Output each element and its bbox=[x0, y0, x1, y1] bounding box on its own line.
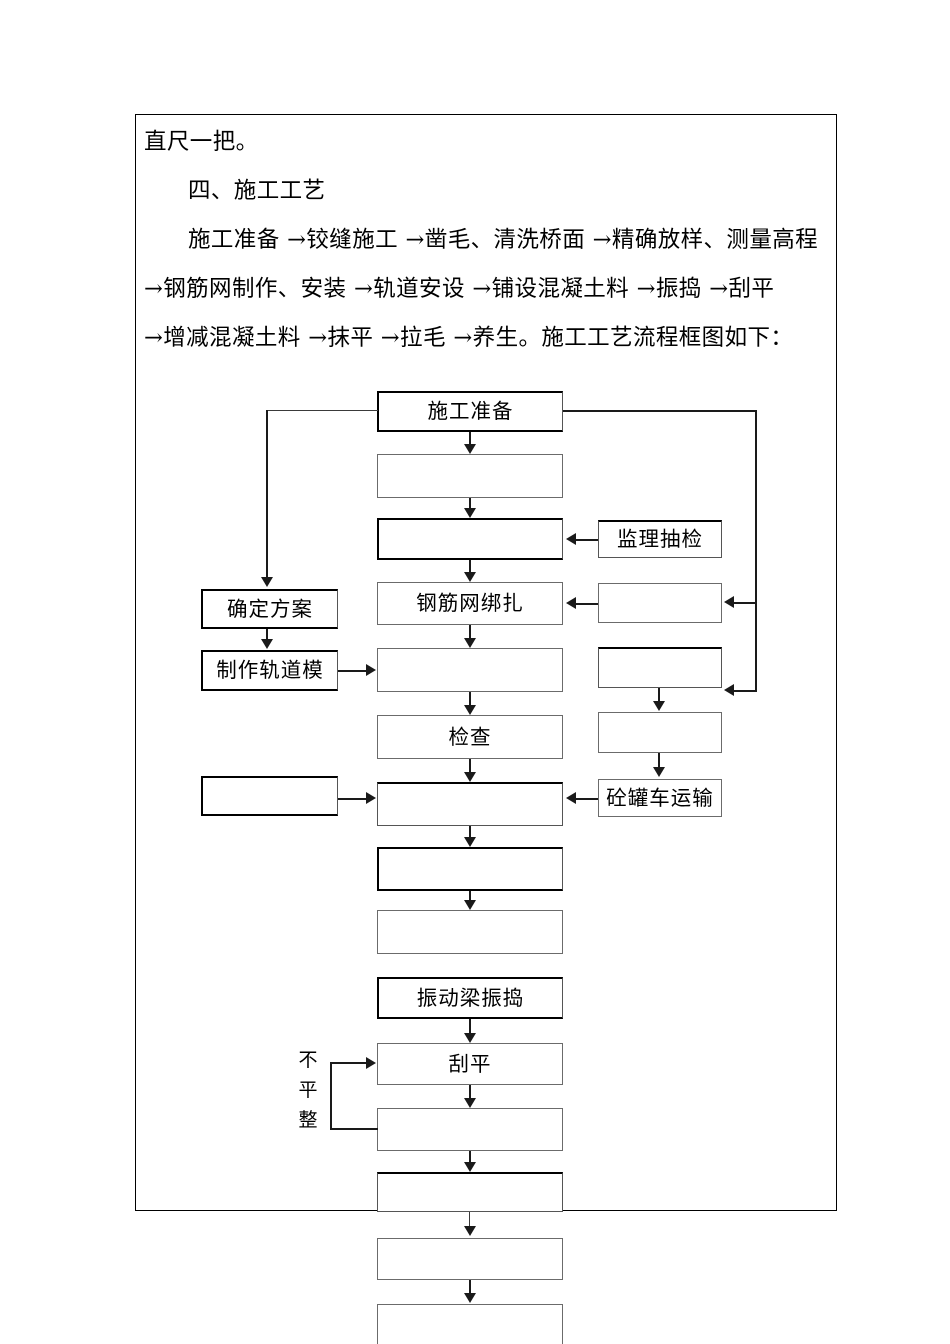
connector-c6-c7 bbox=[469, 759, 472, 772]
connector-c14-c15 bbox=[469, 1280, 472, 1293]
arrow-down-icon bbox=[464, 772, 476, 782]
arrow-down-icon bbox=[464, 638, 476, 648]
connector-right-to-r3 bbox=[734, 690, 757, 693]
flow-node-c5[interactable] bbox=[377, 648, 563, 692]
connector-l3-c7 bbox=[338, 798, 366, 801]
flow-node-rebar-mesh-binding[interactable]: 钢筋网绑扎 bbox=[377, 582, 563, 625]
section-heading: 四、施工工艺 bbox=[188, 178, 326, 204]
flow-node-label: 刮平 bbox=[448, 1051, 492, 1076]
flow-node-label: 确定方案 bbox=[227, 596, 313, 621]
connector-c11-c12 bbox=[469, 1085, 472, 1098]
flow-node-r4[interactable] bbox=[598, 712, 722, 753]
arrow-right-icon bbox=[366, 792, 376, 804]
loop-back-char-1: 不 bbox=[298, 1049, 318, 1071]
arrow-left-icon bbox=[724, 596, 734, 608]
arrow-down-icon bbox=[464, 837, 476, 847]
arrow-down-icon bbox=[464, 1226, 476, 1236]
arrow-right-icon bbox=[366, 664, 376, 676]
flow-node-c7[interactable] bbox=[377, 782, 563, 826]
connector-r2-c4 bbox=[576, 603, 598, 606]
flow-node-construction-preparation[interactable]: 施工准备 bbox=[377, 391, 563, 432]
connector-loop-top bbox=[330, 1062, 368, 1065]
connector-r5-c7 bbox=[576, 798, 598, 801]
arrow-left-icon bbox=[566, 597, 576, 609]
arrow-down-icon bbox=[464, 1293, 476, 1303]
arrow-left-icon bbox=[724, 684, 734, 696]
flow-node-label: 施工准备 bbox=[427, 399, 514, 424]
arrow-down-icon bbox=[464, 1098, 476, 1108]
flow-node-screeding[interactable]: 刮平 bbox=[377, 1043, 563, 1085]
flow-node-label: 砼罐车运输 bbox=[606, 785, 714, 810]
text-block: 直尺一把。 四、施工工艺 施工准备 →铰缝施工 →凿毛、清洗桥面 →精确放样、测… bbox=[144, 118, 834, 363]
arrow-down-icon bbox=[464, 444, 476, 454]
connector-right-branch-vertical bbox=[755, 410, 758, 692]
arrow-down-icon bbox=[464, 1162, 476, 1172]
flow-node-c12[interactable] bbox=[377, 1108, 563, 1151]
arrow-down-icon bbox=[653, 701, 665, 711]
flow-node-supervision-spot-check[interactable]: 监理抽检 bbox=[598, 520, 722, 558]
connector-c8-c9 bbox=[469, 891, 472, 900]
flow-node-label: 振动梁振捣 bbox=[416, 985, 525, 1010]
connector-loop-bottom bbox=[330, 1128, 378, 1131]
arrow-down-icon bbox=[464, 900, 476, 910]
paragraph-line-3: 施工准备 →铰缝施工 →凿毛、清洗桥面 →精确放样、测量高程 bbox=[188, 227, 819, 253]
connector-c7-c8 bbox=[469, 826, 472, 837]
connector-c1-right-branch bbox=[563, 410, 757, 413]
flow-node-c13[interactable] bbox=[377, 1172, 563, 1212]
flow-node-inspection[interactable]: 检查 bbox=[377, 715, 563, 759]
connector-c10-c11 bbox=[469, 1019, 472, 1033]
flow-node-r2[interactable] bbox=[598, 583, 722, 623]
flow-node-r3[interactable] bbox=[598, 647, 722, 688]
flow-node-l3[interactable] bbox=[201, 776, 338, 816]
connector-c3-c4 bbox=[469, 560, 472, 572]
paragraph-line-5: →增减混凝土料 →抹平 →拉毛 →养生。施工工艺流程框图如下： bbox=[144, 325, 794, 351]
paragraph-line-1: 直尺一把。 bbox=[144, 129, 259, 155]
arrow-down-icon bbox=[261, 577, 273, 587]
loop-back-char-2: 平 bbox=[298, 1079, 318, 1101]
connector-c12-c13 bbox=[469, 1151, 472, 1162]
flow-node-label: 检查 bbox=[448, 724, 492, 749]
loop-back-label: 不 平 整 bbox=[297, 1045, 319, 1135]
arrow-down-icon bbox=[464, 508, 476, 518]
flow-node-label: 制作轨道模 bbox=[216, 658, 324, 683]
connector-l2-c5 bbox=[338, 670, 366, 673]
connector-r3-r4 bbox=[658, 688, 661, 701]
flow-node-label: 钢筋网绑扎 bbox=[416, 591, 524, 616]
arrow-right-icon bbox=[366, 1057, 376, 1069]
arrow-left-icon bbox=[566, 533, 576, 545]
connector-c2-c3 bbox=[469, 498, 472, 508]
loop-back-char-3: 整 bbox=[298, 1109, 318, 1131]
connector-l1-l2 bbox=[266, 629, 269, 639]
connector-c13-c14 bbox=[469, 1212, 471, 1226]
flow-node-c3[interactable] bbox=[377, 518, 563, 560]
connector-c4-c5 bbox=[469, 625, 472, 638]
arrow-down-icon bbox=[261, 639, 273, 649]
flow-node-determine-scheme[interactable]: 确定方案 bbox=[201, 589, 338, 629]
connector-c5-c6 bbox=[469, 692, 472, 705]
paragraph-line-4: →钢筋网制作、安装 →轨道安设 →铺设混凝土料 →振捣 →刮平 bbox=[144, 276, 775, 302]
flow-node-make-track-formwork[interactable]: 制作轨道模 bbox=[201, 650, 338, 691]
flow-node-c9[interactable] bbox=[377, 910, 563, 954]
arrow-left-icon bbox=[566, 792, 576, 804]
flow-node-vibrating-beam-compaction[interactable]: 振动梁振捣 bbox=[377, 977, 563, 1019]
flow-node-label: 监理抽检 bbox=[617, 527, 703, 552]
connector-loop-vertical bbox=[330, 1062, 333, 1130]
connector-left-branch-vertical bbox=[266, 410, 269, 577]
connector-c1-left-branch bbox=[268, 410, 378, 412]
connector-c1-c2 bbox=[469, 432, 472, 445]
arrow-down-icon bbox=[464, 1033, 476, 1043]
arrow-down-icon bbox=[464, 572, 476, 582]
arrow-down-icon bbox=[464, 705, 476, 715]
flow-node-concrete-mixer-truck-transport[interactable]: 砼罐车运输 bbox=[598, 779, 722, 817]
arrow-down-icon bbox=[653, 767, 665, 777]
connector-r4-r5 bbox=[658, 753, 661, 767]
flow-node-c15[interactable] bbox=[377, 1304, 563, 1344]
connector-right-to-r2 bbox=[734, 602, 757, 605]
connector-r1-c3 bbox=[576, 539, 598, 542]
flow-node-c2[interactable] bbox=[377, 454, 563, 498]
flow-node-c8[interactable] bbox=[377, 847, 563, 891]
flow-node-c14[interactable] bbox=[377, 1238, 563, 1280]
